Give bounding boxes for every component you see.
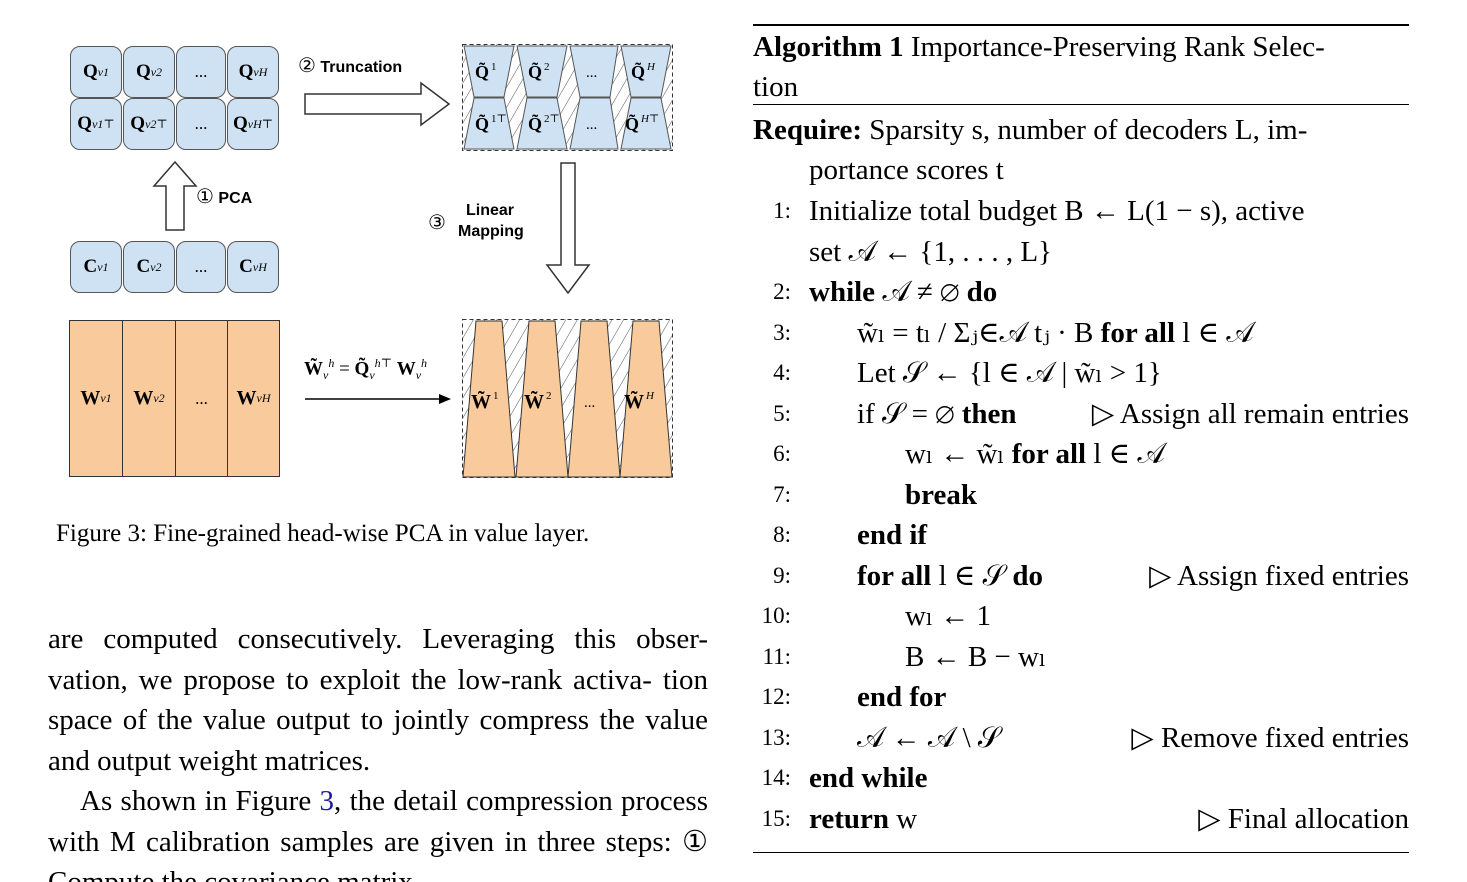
svg-text:Q̃: Q̃ — [475, 62, 489, 82]
svg-text:W̃: W̃ — [524, 390, 544, 413]
top-rule — [753, 24, 1409, 26]
bottom-rule — [753, 852, 1409, 853]
svg-text:Q̃: Q̃ — [631, 62, 645, 82]
algorithm-comment: ▷ Assign all remain entries — [1091, 397, 1409, 430]
svg-text:H: H — [646, 61, 656, 73]
svg-text:Q̃: Q̃ — [625, 114, 639, 134]
algorithm-line: wₗ ← w̃ₗ for all l ∈ 𝒜 — [905, 438, 1165, 470]
algorithm-line: for all l ∈ 𝒮 do — [857, 559, 1043, 592]
line-number: 9: — [773, 562, 791, 588]
line-number: 2: — [773, 279, 791, 304]
line-number: 6: — [773, 441, 791, 466]
qt-matrix-ellipsis: ... — [176, 98, 226, 150]
paragraph-2-start: As shown in Figure — [80, 785, 312, 817]
algorithm-title: Algorithm 1 Importance-Preserving Rank S… — [753, 31, 1325, 63]
mapping-formula: W̃vh = Q̃vh⊤ Wvh — [304, 356, 428, 383]
svg-text:W̃: W̃ — [624, 390, 644, 413]
svg-text:1: 1 — [491, 61, 497, 73]
paragraph-1-text: are computed consecutively. Leveraging t… — [48, 623, 708, 777]
c-matrix-ellipsis: ... — [176, 241, 226, 293]
line-number: 7: — [773, 481, 791, 507]
line-number: 14: — [761, 765, 791, 790]
line-number: 13: — [761, 724, 791, 750]
svg-text:H⊤: H⊤ — [640, 113, 659, 125]
line-number: 12: — [761, 684, 791, 709]
line-number: 11: — [762, 643, 791, 669]
svg-text:...: ... — [584, 395, 595, 411]
algorithm-line: wₗ ← 1 — [905, 600, 991, 632]
algorithm-comment: ▷ Final allocation — [1198, 802, 1409, 835]
algorithm-comment: ▷ Assign fixed entries — [1149, 559, 1409, 592]
line-number: 1: — [773, 198, 791, 223]
body-paragraph-2: As shown in Figure 3, the detail compres… — [48, 781, 708, 882]
require-line: Require: Sparsity s, number of decoders … — [753, 114, 1308, 146]
mapping-arrow-icon — [305, 394, 451, 404]
linear-mapping-arrow-icon — [545, 162, 591, 295]
figure-caption: Figure 3: Fine-grained head-wise PCA in … — [56, 520, 590, 547]
pca-arrow-icon — [152, 160, 198, 231]
svg-text:2: 2 — [546, 390, 552, 402]
svg-text:Q̃: Q̃ — [475, 114, 489, 134]
line-number: 5: — [773, 400, 791, 426]
line-number: 15: — [761, 805, 791, 831]
svg-text:W̃: W̃ — [471, 390, 491, 413]
body-paragraph-1: are computed consecutively. Leveraging t… — [48, 619, 708, 781]
figure-3-link[interactable]: 3 — [319, 785, 335, 817]
svg-text:2: 2 — [544, 61, 550, 73]
algorithm-line: while 𝒜 ≠ ∅ do — [809, 276, 998, 308]
truncated-q-matrices: Q̃1 Q̃2 ... Q̃H Q̃1⊤ Q̃2⊤ ... Q̃H⊤ — [462, 44, 673, 151]
paragraph-2-rest: , the detail compression process with M … — [48, 785, 708, 882]
algorithm-line: end for — [857, 681, 947, 713]
algorithm-line: Initialize total budget B ← L(1 − s), ac… — [809, 195, 1305, 227]
svg-text:Q̃: Q̃ — [528, 114, 542, 134]
algorithm-line: B ← B − wₗ — [905, 640, 1047, 673]
step2-label: ② Truncation — [298, 55, 403, 77]
algorithm-line: Let 𝒮 ← {l ∈ 𝒜 | w̃ₗ > 1} — [857, 357, 1162, 389]
line-number: 4: — [773, 360, 791, 385]
algorithm-line: w̃ₗ = tₗ / Σⱼ∈𝒜 tⱼ · B for all l ∈ 𝒜 — [857, 316, 1254, 349]
title-rule — [753, 104, 1409, 105]
step1-label: ① PCA — [196, 186, 253, 208]
q-matrix-ellipsis: ... — [176, 46, 226, 98]
svg-text:1: 1 — [493, 390, 499, 402]
algorithm-1: Algorithm 1 Importance-Preserving Rank S… — [753, 22, 1409, 862]
svg-text:H: H — [645, 390, 655, 402]
algorithm-line: return w — [809, 802, 918, 835]
algorithm-line: break — [905, 478, 977, 511]
algorithm-title-cont: tion — [753, 71, 799, 103]
algorithm-comment: ▷ Remove fixed entries — [1131, 721, 1409, 754]
svg-text:...: ... — [586, 65, 597, 81]
algorithm-line: end if — [857, 519, 928, 551]
line-number: 3: — [773, 319, 791, 345]
algorithm-line: 𝒜 ← 𝒜 \ 𝒮 — [857, 721, 1001, 754]
svg-text:2⊤: 2⊤ — [544, 113, 560, 125]
algorithm-line: if 𝒮 = ∅ then — [857, 397, 1017, 430]
w-matrix-ellipsis: ... — [175, 320, 228, 477]
algorithm-line: set 𝒜 ← {1, . . . , L} — [809, 235, 1052, 268]
svg-text:1⊤: 1⊤ — [491, 113, 507, 125]
require-line-cont: portance scores t — [809, 154, 1004, 186]
line-number: 10: — [761, 603, 791, 628]
svg-text:Q̃: Q̃ — [528, 62, 542, 82]
svg-text:...: ... — [586, 117, 597, 133]
algorithm-line: end while — [809, 762, 928, 794]
truncated-w-matrices: W̃1 W̃2 ... W̃H — [462, 319, 673, 478]
truncation-arrow-icon — [304, 81, 451, 127]
line-number: 8: — [773, 522, 791, 547]
